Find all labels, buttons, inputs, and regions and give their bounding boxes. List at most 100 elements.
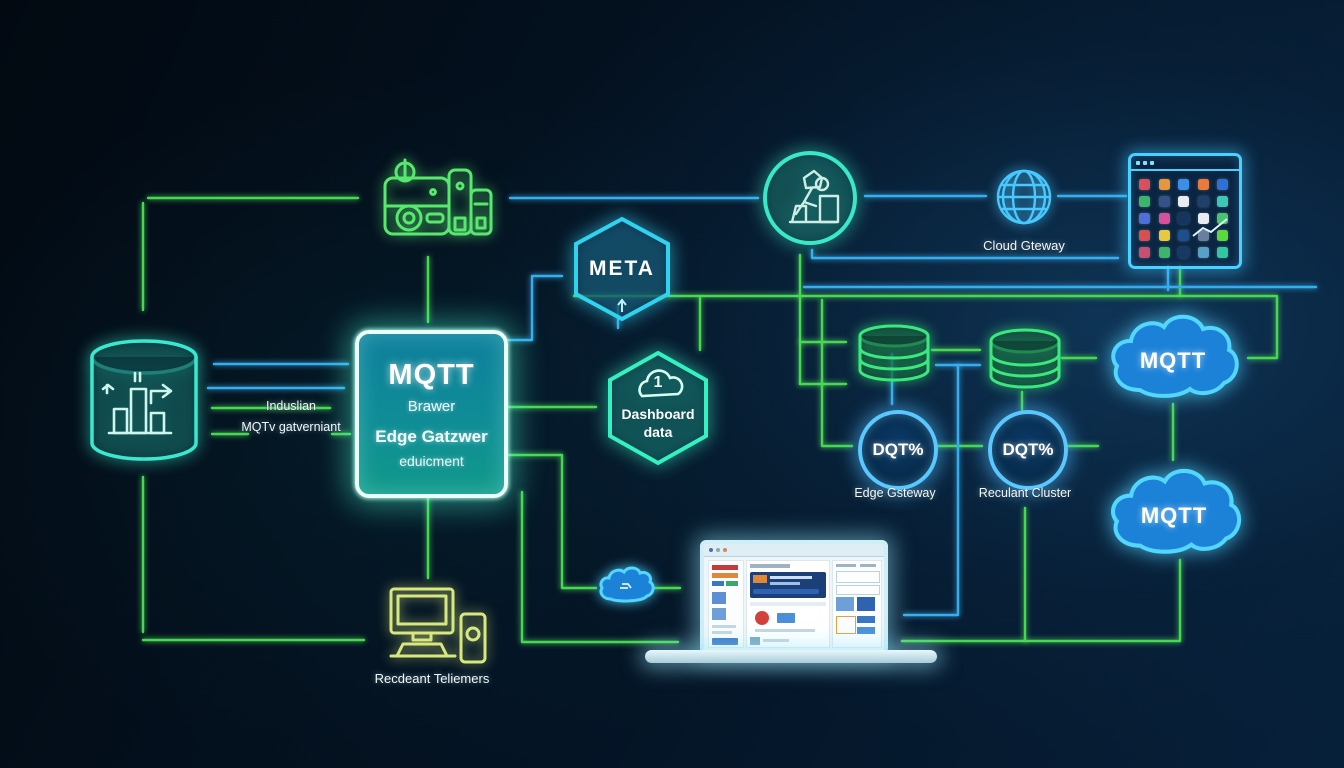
broker-line3: eduicment xyxy=(399,453,464,469)
app-icon xyxy=(1178,196,1190,207)
mqtt-cloud-top-node: MQTT xyxy=(1102,306,1244,404)
meta-label: META xyxy=(589,257,655,280)
app-icon xyxy=(1197,179,1209,190)
database-cylinder-icon xyxy=(90,339,198,461)
mqtt-cloud-top-label: MQTT xyxy=(1139,348,1207,373)
doc-icon xyxy=(750,637,760,645)
banner-line xyxy=(770,582,800,585)
main-heading-line xyxy=(750,564,790,568)
panel-card xyxy=(836,571,880,583)
window-dot-icon xyxy=(1150,160,1154,165)
app-icon xyxy=(1197,230,1209,241)
dqt-right-caption: Reculant Cluster xyxy=(978,486,1072,500)
dashboard-label-line2: data xyxy=(643,424,673,440)
app-dashboard-window-node xyxy=(1128,153,1242,269)
cloud-gateway-globe-node xyxy=(994,167,1054,227)
browser-app-grid xyxy=(1131,171,1239,266)
sidebar-button xyxy=(712,638,738,645)
database-cylinder-icon xyxy=(989,328,1061,389)
telemetry-pc-node xyxy=(383,586,491,670)
alert-badge-icon xyxy=(755,611,769,625)
app-icon xyxy=(1178,230,1190,241)
panel-card xyxy=(836,585,880,595)
operator-circle-node xyxy=(760,148,860,248)
sidebar-thumb xyxy=(712,608,726,620)
app-icon xyxy=(1139,179,1150,190)
telemetry-pc-caption: Recdeant Teliemers xyxy=(374,671,490,686)
app-icon xyxy=(1197,196,1209,207)
app-icon xyxy=(1178,213,1190,224)
window-dot-icon xyxy=(1136,160,1140,165)
desktop-computer-icon xyxy=(389,587,487,664)
laptop-right-panel xyxy=(832,560,882,648)
main-banner xyxy=(750,572,826,598)
link-label-line1: Induslian xyxy=(265,399,317,413)
small-cloud-node xyxy=(596,564,655,606)
panel-thumb xyxy=(836,597,854,611)
sidebar-item xyxy=(712,581,724,586)
broker-subtitle: Brawer xyxy=(407,398,456,415)
app-icon xyxy=(1158,196,1170,207)
sidebar-line xyxy=(712,631,732,634)
panel-button xyxy=(857,616,875,623)
main-line xyxy=(755,629,815,632)
mqtt-broker-box: MQTT Brawer Edge Gatzwer eduicment xyxy=(355,330,508,498)
db-cylinder-right-node xyxy=(986,326,1064,392)
app-icon xyxy=(1158,213,1170,224)
app-icon xyxy=(1178,247,1190,258)
cloud-shape xyxy=(1111,468,1241,554)
mini-chart-icon xyxy=(1192,218,1228,237)
mqtt-cloud-bottom-node: MQTT xyxy=(1100,460,1248,560)
dqt-right-value: DQT% xyxy=(1002,440,1054,459)
app-icon xyxy=(1139,196,1150,207)
db-cylinder-left-node xyxy=(855,322,933,386)
operator-icon xyxy=(763,151,857,245)
link-label-line2: MQTv gatverniant xyxy=(241,420,341,434)
cloud-shape xyxy=(1111,314,1239,398)
meta-hexagon-node: META xyxy=(572,216,672,322)
sidebar-thumb xyxy=(712,592,726,604)
dqt-left-value: DQT% xyxy=(872,440,924,459)
laptop-titlebar xyxy=(704,544,884,557)
hexagon-shape xyxy=(608,350,708,466)
sidebar-item xyxy=(726,581,738,586)
mqtt-cloud-bottom-label: MQTT xyxy=(1140,503,1208,528)
cloud-gateway-label: Cloud Gteway xyxy=(983,238,1065,253)
titlebar-dot-icon xyxy=(723,548,727,552)
laptop-main-panel xyxy=(746,560,830,648)
sidebar-line xyxy=(712,625,736,628)
banner-pill xyxy=(753,589,819,594)
banner-thumb xyxy=(753,575,767,583)
panel-thumb xyxy=(857,597,875,611)
broker-title: MQTT xyxy=(388,359,475,391)
sidebar-item xyxy=(712,573,738,578)
app-icon xyxy=(1139,247,1150,258)
app-icon xyxy=(1178,179,1190,190)
dqt-left-caption: Edge Gsteway xyxy=(854,486,936,500)
card-thumb xyxy=(777,613,795,623)
app-icon xyxy=(1217,247,1229,258)
database-cylinder-icon xyxy=(858,324,930,382)
app-icon xyxy=(1217,179,1229,190)
dashboard-label-line1: Dashboard xyxy=(621,406,695,422)
broker-line2: Edge Gatzwer xyxy=(375,427,488,446)
iot-gateway-device-node xyxy=(375,148,497,248)
panel-line xyxy=(860,564,876,567)
app-icon xyxy=(1197,247,1209,258)
laptop-base xyxy=(645,650,937,663)
globe-icon xyxy=(996,169,1052,225)
link-label: Induslian MQTv gatverniant xyxy=(222,399,360,434)
small-cloud-icon xyxy=(599,566,655,603)
app-icon xyxy=(1158,179,1170,190)
app-icon xyxy=(1217,230,1229,241)
panel-button xyxy=(857,627,875,634)
main-line xyxy=(763,639,789,642)
titlebar-dot-icon xyxy=(709,548,713,552)
dashboard-data-hexagon-node: 1 Dashboard data xyxy=(606,350,710,466)
panel-line xyxy=(836,564,856,567)
window-dot-icon xyxy=(1143,160,1147,165)
app-icon xyxy=(1217,213,1229,224)
sidebar-item xyxy=(712,565,738,570)
main-divider xyxy=(750,602,826,606)
